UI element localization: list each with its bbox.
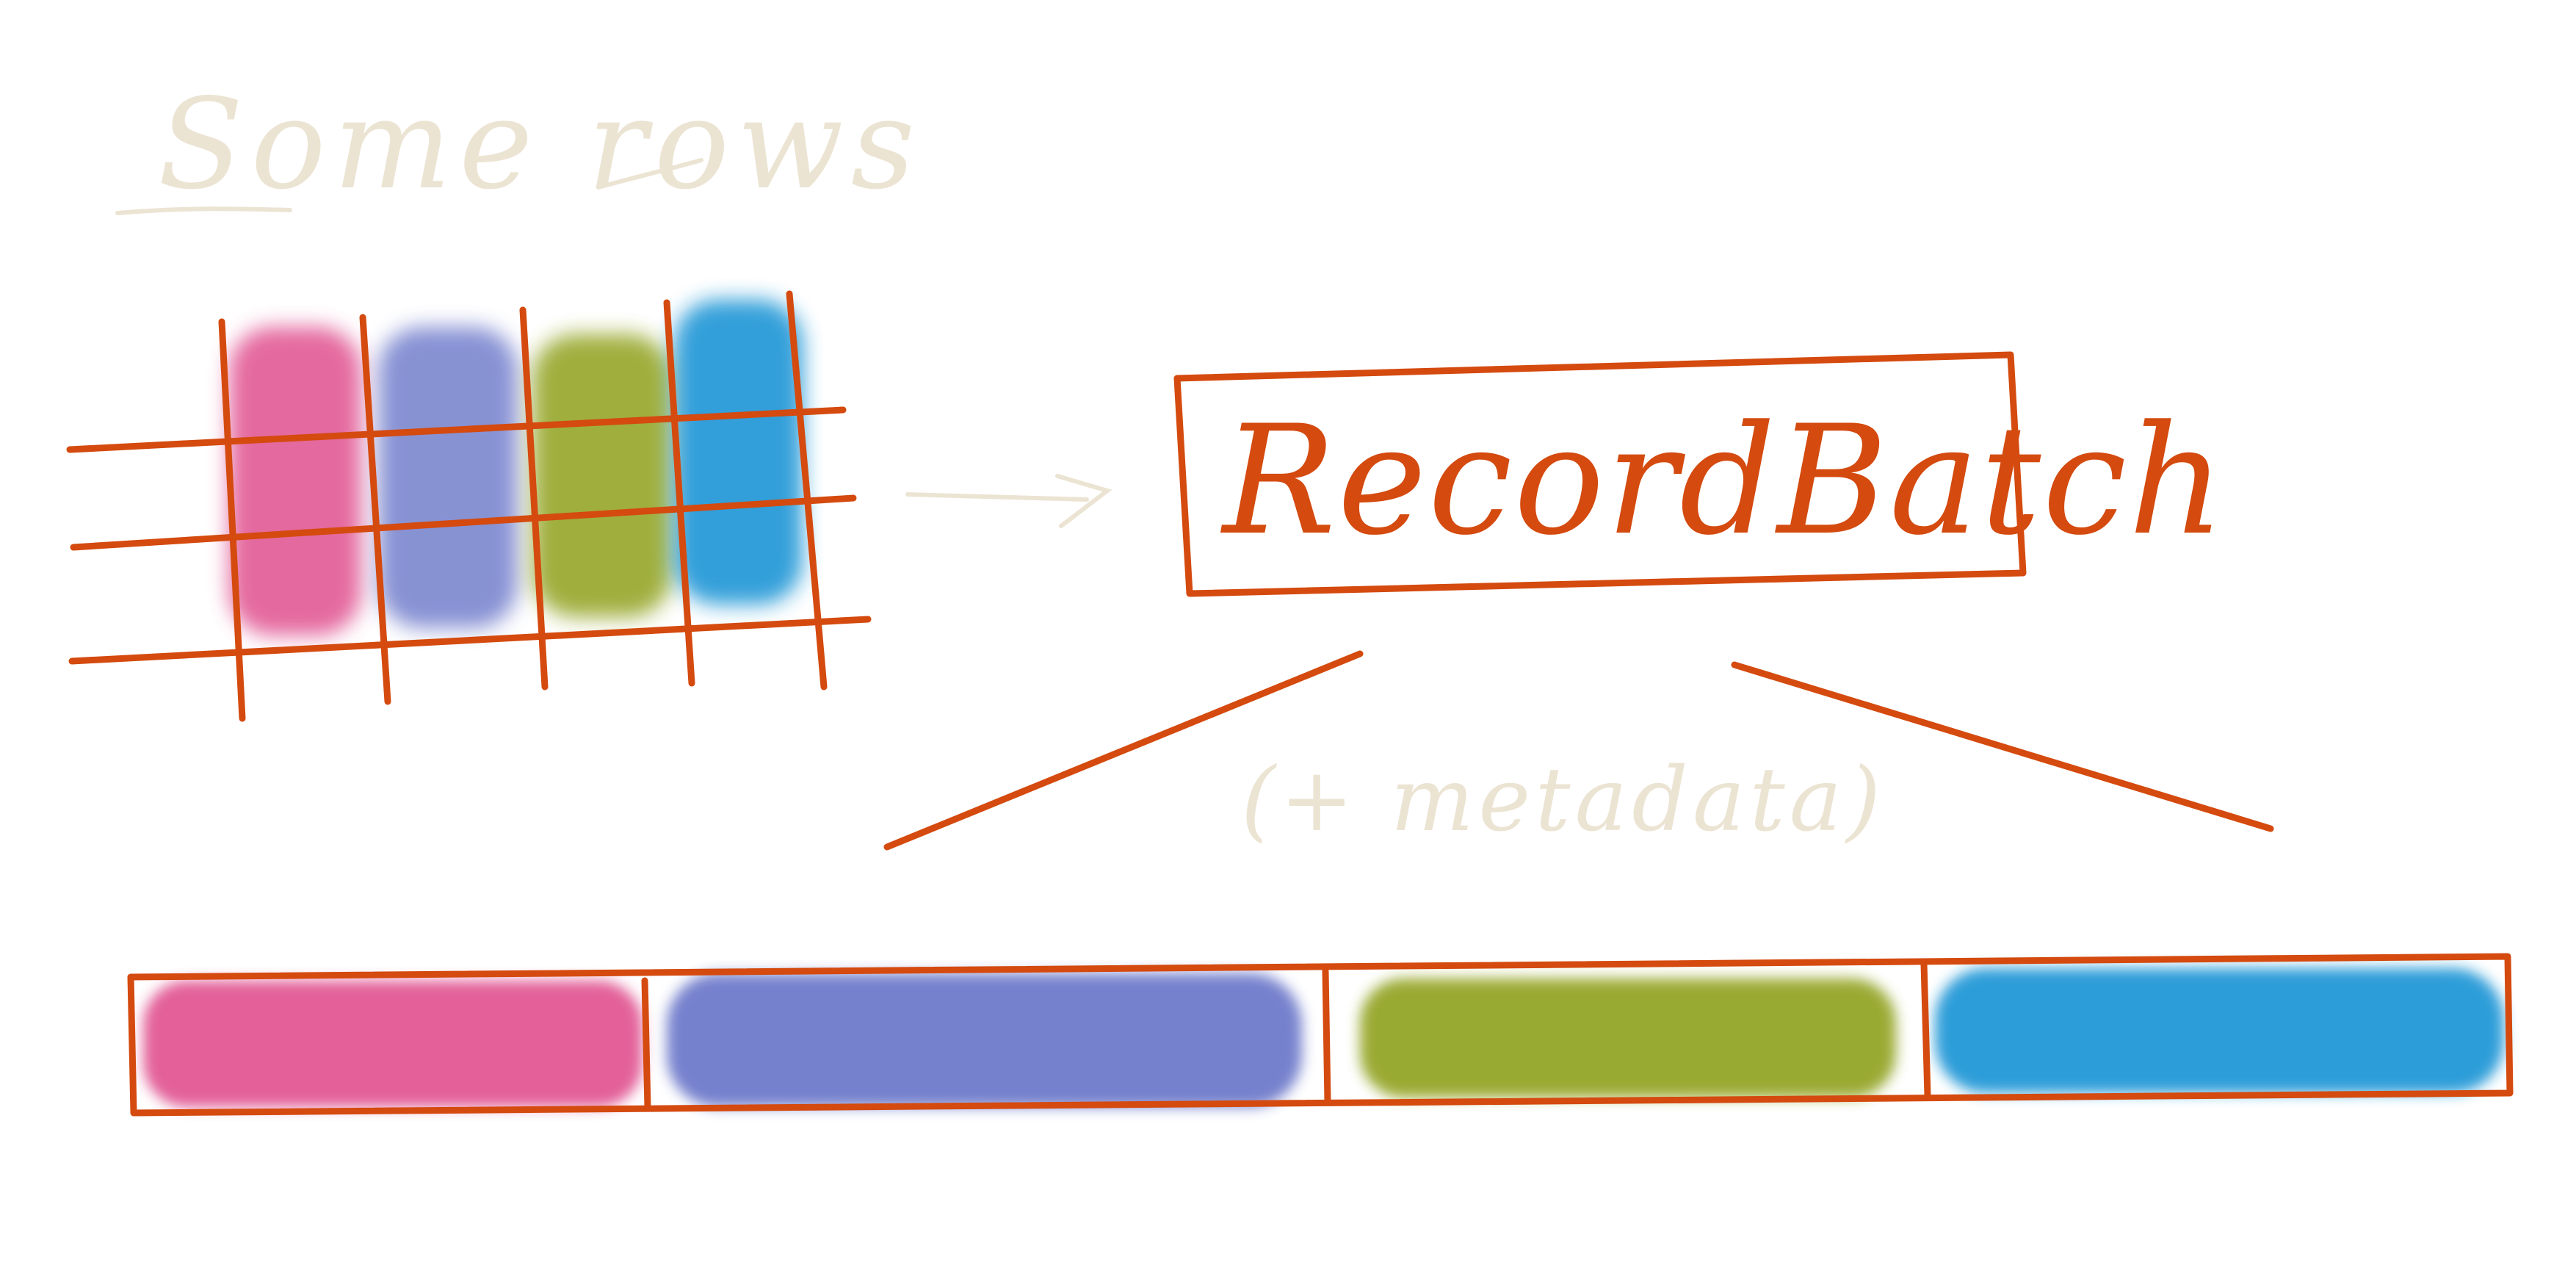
expand-line-right	[1731, 661, 2274, 832]
expand-line-left	[883, 650, 1364, 851]
row-line-3	[68, 616, 872, 665]
column-line-5	[786, 290, 828, 691]
title-label: Some rows	[158, 72, 922, 217]
record-batch-box: RecordBatch	[1173, 351, 2226, 597]
strip-column-1-fill	[143, 981, 643, 1107]
strip-divider-2	[1322, 967, 1331, 1106]
record-batch-label: RecordBatch	[1220, 394, 2226, 569]
column-line-4	[663, 299, 695, 687]
arrow	[905, 474, 1112, 528]
record-batch-frame	[1173, 351, 2027, 597]
column-line-3	[519, 306, 549, 691]
title-underline	[115, 206, 292, 215]
strip-divider-1	[641, 977, 651, 1111]
arrow-head	[1055, 474, 1112, 528]
column-line-2	[359, 314, 391, 705]
column-line-1	[218, 318, 246, 722]
row-column-3-fill	[532, 334, 672, 617]
metadata-label: (+ metadata)	[1241, 749, 1885, 851]
strip-divider-3	[1920, 960, 1931, 1100]
row-column-1-fill	[229, 327, 361, 635]
strip-frame	[127, 953, 2514, 1117]
title-swash	[596, 158, 703, 190]
arrow-shaft	[905, 492, 1089, 502]
row-column-2-fill	[378, 327, 518, 628]
strip-column-2-fill	[667, 973, 1302, 1107]
strip-column-4-fill	[1935, 968, 2504, 1093]
columnar-strip	[127, 953, 2514, 1117]
row-line-2	[70, 494, 857, 551]
row-table	[66, 290, 872, 722]
strip-column-3-fill	[1360, 978, 1896, 1097]
row-line-1	[66, 406, 847, 453]
row-column-4-fill	[674, 300, 803, 605]
